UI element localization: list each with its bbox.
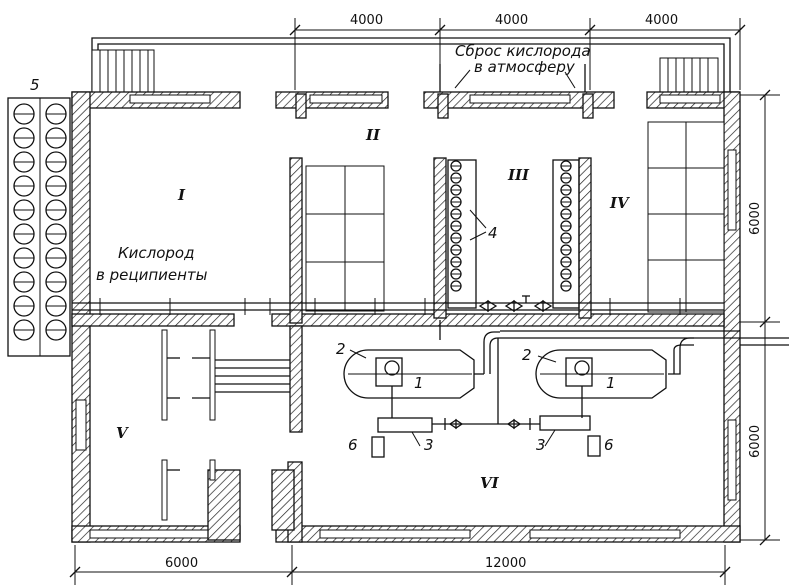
tank-left bbox=[343, 331, 500, 418]
callout-tank-head-right: 2 bbox=[522, 346, 532, 364]
dim-top-3: 4000 bbox=[645, 13, 678, 28]
dim-right-lower: 6000 bbox=[748, 425, 763, 458]
cylinders-label: 4 bbox=[488, 224, 498, 242]
oxygen-vent-line-1: Сброс кислорода bbox=[455, 42, 591, 60]
evaporator-right bbox=[539, 415, 591, 431]
interior-walls bbox=[71, 93, 725, 543]
rack-room-IV bbox=[647, 121, 725, 313]
dimension-lines bbox=[69, 18, 780, 585]
evaporator-piping bbox=[432, 338, 540, 430]
callout-evaporator-right: 3 bbox=[536, 436, 546, 454]
control-panels bbox=[371, 435, 601, 458]
callout-panel-right: 6 bbox=[604, 436, 614, 454]
dim-top-1: 4000 bbox=[350, 13, 383, 28]
gas-holder-bank bbox=[7, 97, 71, 357]
exterior-walls bbox=[71, 91, 741, 543]
room-label-IV: IV bbox=[609, 194, 630, 212]
oxygen-recipients-line-1: Кислород bbox=[118, 244, 194, 262]
callout-tank-right: 1 bbox=[606, 374, 616, 392]
cylinder-rack-III-right bbox=[552, 159, 580, 309]
callout-leaders bbox=[349, 349, 557, 447]
oxygen-manifold bbox=[72, 295, 789, 346]
tank-right bbox=[535, 337, 694, 418]
room-label-II: II bbox=[365, 126, 381, 144]
callout-tank-head-left: 2 bbox=[336, 340, 346, 358]
oxygen-vent-line-2: в атмосферу bbox=[474, 58, 576, 76]
room-V-fixtures bbox=[161, 329, 290, 521]
gas-holder-label: 5 bbox=[30, 76, 40, 94]
room-label-III: III bbox=[507, 166, 530, 184]
room-label-V: V bbox=[116, 424, 129, 442]
dim-top-2: 4000 bbox=[495, 13, 528, 28]
roof-grille-right bbox=[659, 57, 719, 95]
dim-bottom-right: 12000 bbox=[485, 556, 526, 571]
room-label-VI: VI bbox=[480, 474, 500, 492]
oxygen-recipients-line-2: в реципиенты bbox=[96, 266, 208, 284]
callout-evaporator-left: 3 bbox=[424, 436, 434, 454]
callout-panel-left: 6 bbox=[348, 436, 358, 454]
dim-bottom-left: 6000 bbox=[165, 556, 198, 571]
cylinder-rack-III-left bbox=[447, 159, 477, 309]
rack-room-II bbox=[305, 165, 385, 312]
evaporator-left bbox=[377, 417, 433, 433]
roof-grille-left bbox=[91, 49, 155, 93]
callout-tank-left: 1 bbox=[414, 374, 424, 392]
dim-right-upper: 6000 bbox=[748, 202, 763, 235]
room-label-I: I bbox=[177, 186, 186, 204]
